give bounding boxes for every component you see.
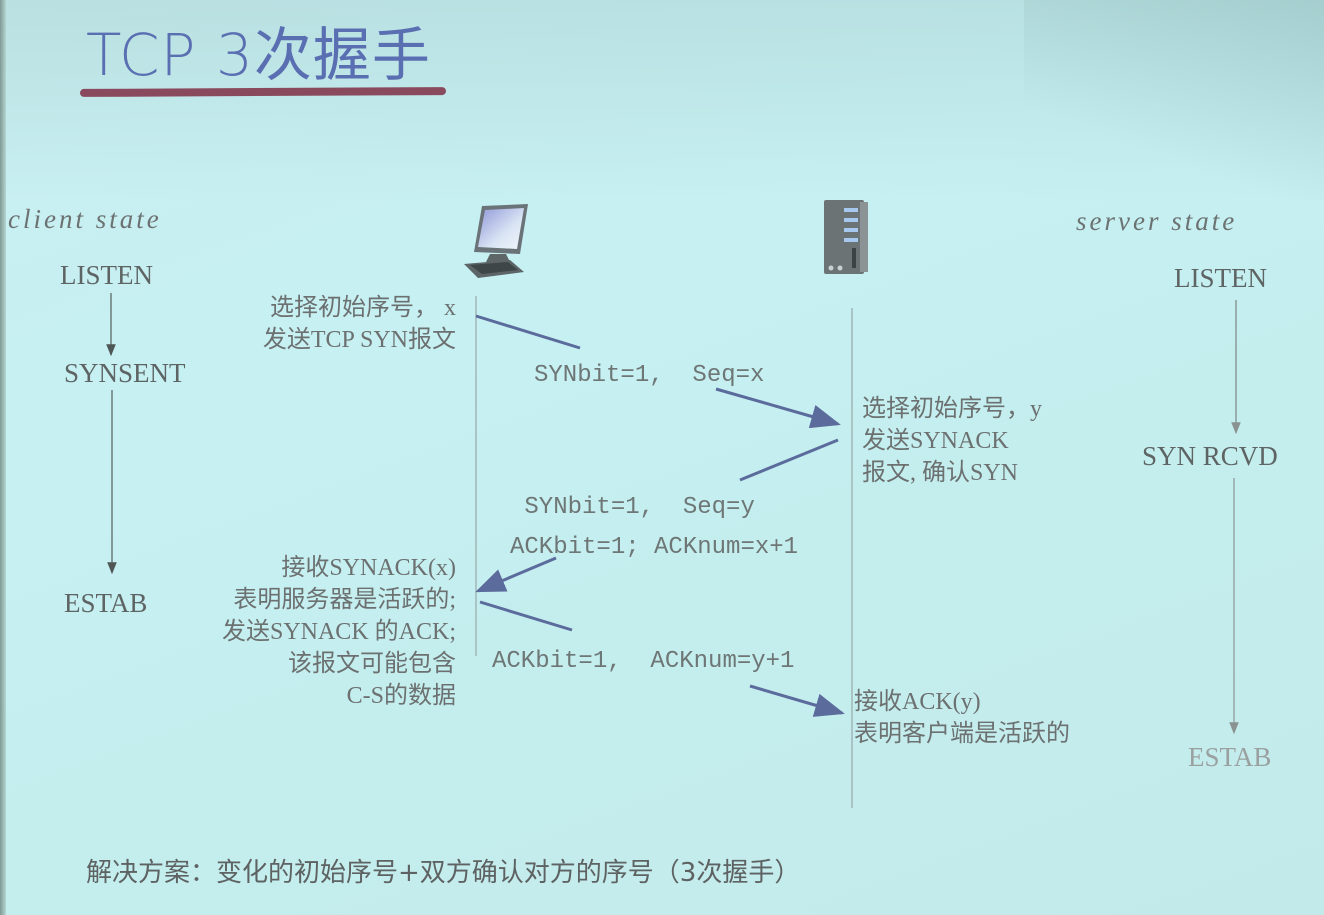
client-state-header: client state xyxy=(8,204,162,234)
slide-left-edge xyxy=(0,0,6,915)
solution-footer: 解决方案：变化的初始序号+双方确认对方的序号（3次握手） xyxy=(86,858,801,888)
message-syn-label: SYNbit=1, Seq=x xyxy=(534,362,765,389)
server-state-header: server state xyxy=(1076,206,1238,236)
message-ack-label: ACKbit=1, ACKnum=y+1 xyxy=(492,648,795,675)
slide-title: TCP 3次握手 xyxy=(86,21,431,89)
client-note-receive-synack: 接收SYNACK(x) 表明服务器是活跃的; 发送SYNACK 的ACK; 该报… xyxy=(221,555,456,709)
server-icon xyxy=(822,198,870,283)
server-state-estab: ESTAB xyxy=(1188,742,1272,772)
server-state-listen: LISTEN xyxy=(1174,263,1267,293)
server-note-receive-ack: 接收ACK(y) 表明客户端是活跃的 xyxy=(854,689,1070,747)
computer-icon xyxy=(460,202,532,287)
client-note-send-syn: 选择初始序号， x 发送TCP SYN报文 xyxy=(262,295,456,353)
server-state-syn-rcvd: SYN RCVD xyxy=(1142,441,1278,471)
client-state-estab: ESTAB xyxy=(64,588,148,618)
message-synack-label: SYNbit=1, Seq=y ACKbit=1; ACKnum=x+1 xyxy=(510,494,799,561)
client-state-synsent: SYNSENT xyxy=(64,358,186,388)
client-state-listen: LISTEN xyxy=(60,260,153,290)
server-note-send-synack: 选择初始序号，y 发送SYNACK 报文, 确认SYN xyxy=(862,396,1042,486)
